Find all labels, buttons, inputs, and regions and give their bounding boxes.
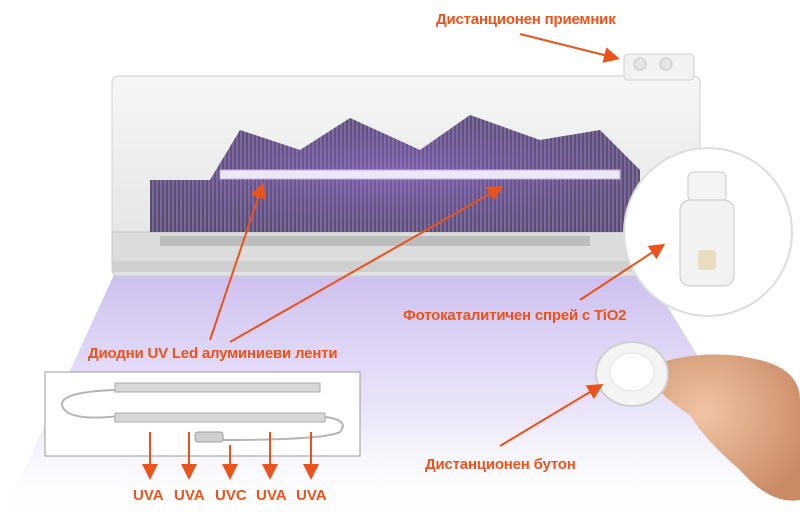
uv-type-label: UVC — [215, 487, 247, 504]
remote-receiver-label: Дистанционен приемник — [436, 11, 616, 28]
hand-with-remote-button-icon — [595, 341, 800, 501]
uv-type-label: UVA — [174, 487, 205, 504]
uv-type-label: UVA — [256, 487, 287, 504]
annotation-arrows — [142, 33, 666, 480]
led-strips-label: Диодни UV Led алуминиеви ленти — [88, 345, 338, 362]
uv-light-beam — [0, 262, 800, 522]
uv-type-label: UVA — [296, 487, 327, 504]
remote-button-label: Дистанционен бутон — [425, 456, 576, 473]
led-strip-inset-photo — [44, 371, 361, 457]
evaporator-coil — [150, 115, 640, 232]
remote-receiver-icon — [623, 53, 695, 81]
uv-type-label: UVA — [133, 487, 164, 504]
photocatalytic-spray-bottle-icon — [623, 147, 793, 317]
photocatalytic-spray-label: Фотокаталитичен спрей с TiO2 — [403, 307, 627, 324]
